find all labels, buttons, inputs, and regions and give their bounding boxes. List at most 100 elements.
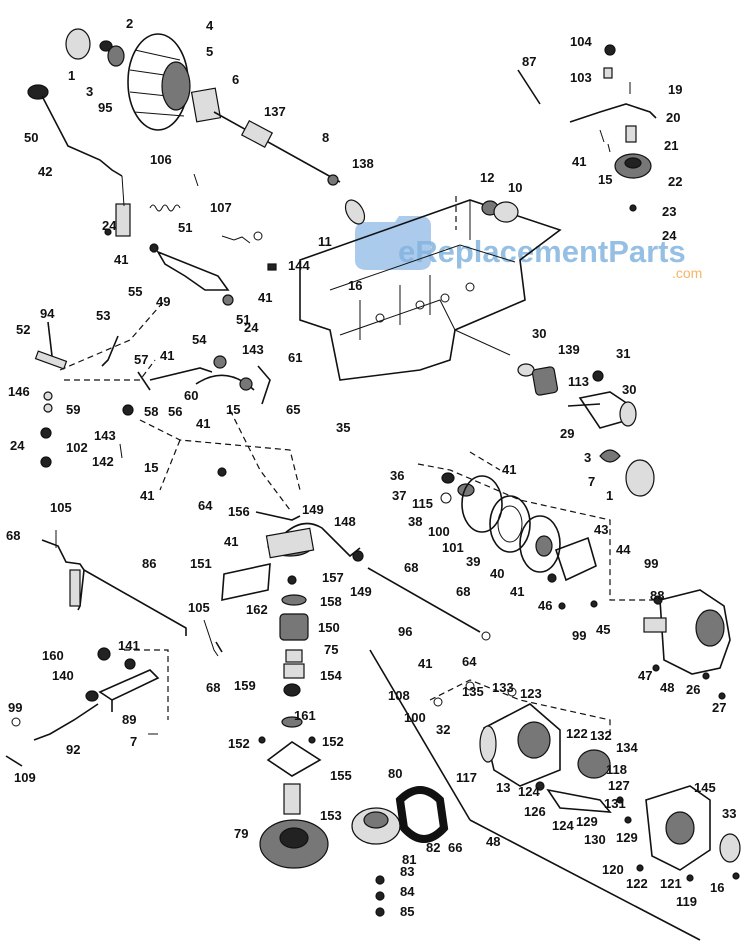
part-label: 41 — [510, 584, 524, 599]
part-label: 152 — [322, 734, 344, 749]
part-label: 65 — [286, 402, 300, 417]
part-label: 15 — [226, 402, 240, 417]
part-label: 124 — [518, 784, 540, 799]
part-label: 41 — [140, 488, 154, 503]
part-label: 30 — [622, 382, 636, 397]
part-label: 79 — [234, 826, 248, 841]
part-label: 140 — [52, 668, 74, 683]
part-label: 158 — [320, 594, 342, 609]
part-label: 68 — [6, 528, 20, 543]
part-label: 154 — [320, 668, 342, 683]
part-label: 41 — [418, 656, 432, 671]
linkage-left — [34, 299, 166, 468]
links-springs — [149, 173, 277, 306]
idler-assembly — [455, 44, 657, 230]
frame-chassis — [299, 199, 562, 381]
part-label: 99 — [644, 556, 658, 571]
part-label: 13 — [496, 780, 510, 795]
part-label: 57 — [134, 352, 148, 367]
part-label: 8 — [322, 130, 329, 145]
center-column — [221, 511, 491, 869]
part-label: 59 — [66, 402, 80, 417]
part-label: 44 — [616, 542, 631, 557]
part-label: 5 — [206, 44, 213, 59]
part-label: 95 — [98, 100, 112, 115]
part-label: 23 — [662, 204, 676, 219]
part-label: 142 — [92, 454, 114, 469]
part-label: 109 — [14, 770, 36, 785]
part-label: 64 — [462, 654, 477, 669]
part-label: 41 — [258, 290, 272, 305]
part-label: 41 — [160, 348, 174, 363]
part-label: 162 — [246, 602, 268, 617]
part-label: 85 — [400, 904, 414, 919]
part-label: 37 — [392, 488, 406, 503]
part-label: 24 — [662, 228, 677, 243]
part-label: 10 — [508, 180, 522, 195]
part-label: 130 — [584, 832, 606, 847]
part-label: 41 — [224, 534, 238, 549]
part-label: 123 — [520, 686, 542, 701]
part-label: 153 — [320, 808, 342, 823]
part-label: 3 — [86, 84, 93, 99]
part-label: 88 — [650, 588, 664, 603]
part-label: 104 — [570, 34, 592, 49]
part-label: 143 — [94, 428, 116, 443]
part-label: 32 — [436, 722, 450, 737]
part-label: 22 — [668, 174, 682, 189]
part-label: 24 — [10, 438, 25, 453]
part-label: 27 — [712, 700, 726, 715]
part-label: 150 — [318, 620, 340, 635]
clutch-discs — [417, 451, 660, 610]
part-label: 56 — [168, 404, 182, 419]
part-label: 149 — [302, 502, 324, 517]
part-label: 126 — [524, 804, 546, 819]
watermark-logo-icon — [355, 216, 431, 270]
part-label: 157 — [322, 570, 344, 585]
lift-lever — [27, 84, 131, 237]
part-label: 82 — [426, 840, 440, 855]
part-label: 120 — [602, 862, 624, 877]
part-label: 7 — [588, 474, 595, 489]
part-label: 40 — [490, 566, 504, 581]
part-label: 145 — [694, 780, 716, 795]
part-label: 53 — [96, 308, 110, 323]
watermark-brand: eReplacementParts — [398, 234, 686, 269]
part-label: 127 — [608, 778, 630, 793]
part-label: 26 — [686, 682, 700, 697]
part-label: 51 — [236, 312, 250, 327]
part-label: 41 — [572, 154, 586, 169]
callout-labels: 1 2 3 95 4 5 6 137 50 42 106 107 8 138 1… — [6, 16, 736, 919]
part-label: 24 — [244, 320, 259, 335]
part-label: 160 — [42, 648, 64, 663]
part-label: 129 — [616, 830, 638, 845]
part-label: 131 — [604, 796, 626, 811]
part-label: 113 — [568, 374, 589, 389]
part-label: 24 — [102, 218, 117, 233]
part-label: 161 — [294, 708, 316, 723]
part-label: 45 — [596, 622, 610, 637]
part-label: 99 — [572, 628, 586, 643]
part-label: 47 — [638, 668, 652, 683]
part-label: 143 — [242, 342, 264, 357]
part-label: 68 — [456, 584, 470, 599]
part-label: 11 — [318, 234, 332, 249]
part-label: 129 — [576, 814, 598, 829]
part-label: 103 — [570, 70, 592, 85]
part-label: 46 — [538, 598, 552, 613]
part-label: 35 — [336, 420, 350, 435]
transaxle-right — [643, 589, 731, 700]
part-label: 107 — [210, 200, 232, 215]
part-label: 84 — [400, 884, 415, 899]
part-label: 39 — [466, 554, 480, 569]
part-label: 106 — [150, 152, 172, 167]
part-label: 138 — [352, 156, 374, 171]
part-label: 54 — [192, 332, 207, 347]
part-label: 100 — [404, 710, 426, 725]
part-label: 48 — [660, 680, 674, 695]
part-label: 41 — [196, 416, 210, 431]
part-label: 1 — [606, 488, 613, 503]
part-label: 159 — [234, 678, 256, 693]
part-label: 38 — [408, 514, 422, 529]
